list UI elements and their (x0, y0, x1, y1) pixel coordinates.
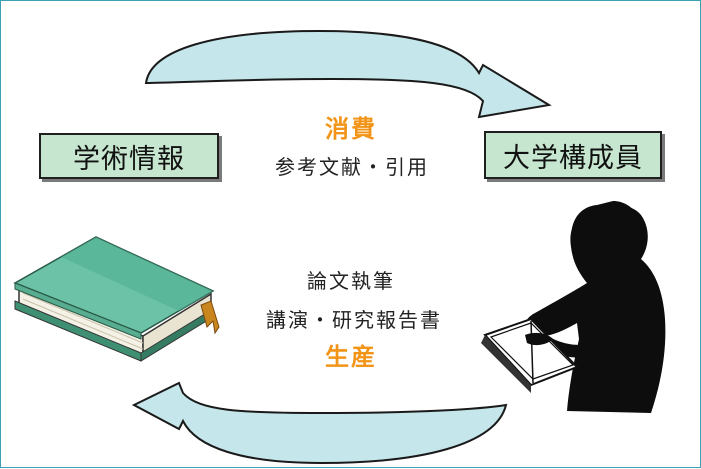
consume-description: 参考文献・引用 (275, 155, 429, 179)
university-members-box: 大学構成員 (484, 131, 662, 179)
academic-information-box: 学術情報 (39, 133, 219, 179)
consume-label: 消費 (325, 115, 377, 143)
bottom-cycle-arrow (131, 381, 508, 465)
produce-label: 生産 (325, 343, 377, 371)
top-cycle-arrow (144, 29, 552, 119)
university-members-label: 大学構成員 (503, 142, 643, 174)
reader-silhouette-icon (481, 201, 666, 413)
produce-description-line1: 論文執筆 (307, 269, 395, 293)
book-icon (13, 236, 220, 362)
produce-description-line2: 講演・研究報告書 (266, 308, 442, 332)
academic-information-label: 学術情報 (73, 143, 185, 175)
